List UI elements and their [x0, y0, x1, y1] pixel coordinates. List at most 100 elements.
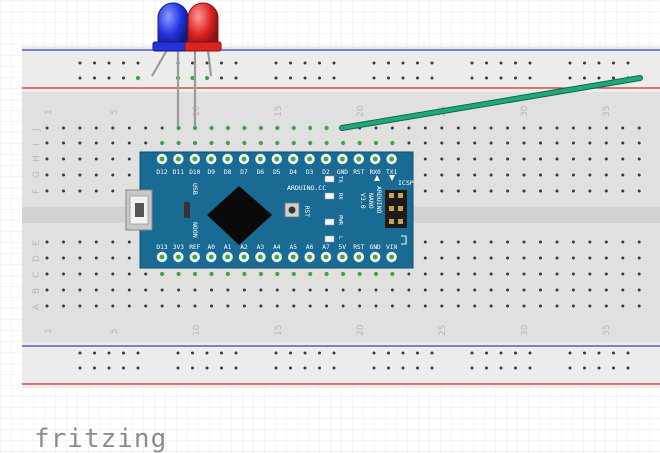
breadboard-hole [374, 304, 378, 308]
breadboard-hole [373, 140, 379, 146]
breadboard-hole [637, 256, 641, 260]
green-wire[interactable] [339, 75, 643, 131]
breadboard-hole [62, 157, 65, 161]
power-rail-hole [485, 61, 488, 65]
row-letter-d: D [32, 255, 42, 262]
breadboard-hole [291, 140, 296, 146]
breadboard-hole [111, 288, 115, 292]
power-rail-hole [303, 351, 307, 355]
power-rail-hole [387, 366, 390, 370]
breadboard-hole [571, 256, 575, 260]
nano-top-pin-label: GND [337, 169, 348, 176]
breadboard-hole [539, 256, 542, 260]
blue-led[interactable] [152, 2, 194, 52]
power-rail-hole [485, 76, 488, 80]
breadboard-hole [373, 271, 379, 277]
nano-pin-contact [192, 156, 198, 162]
power-rail-hole [568, 76, 572, 80]
power-rail-hole [485, 351, 488, 355]
col-label-top-35: 35 [602, 106, 612, 117]
breadboard-hole [45, 272, 49, 276]
breadboard-hole [456, 126, 460, 130]
power-rail-hole [568, 61, 572, 65]
breadboard-hole [506, 189, 510, 193]
nano-pin-contact [372, 254, 378, 260]
tx-arrow-icon [389, 175, 395, 181]
row-letter-c: C [32, 272, 42, 278]
breadboard-hole [127, 173, 131, 177]
nano-pin-contact [356, 156, 362, 162]
nano-pin-contact [389, 254, 394, 260]
power-rail-hole [289, 76, 292, 80]
power-rail-hole [612, 366, 615, 370]
breadboard-hole [506, 126, 510, 130]
breadboard-hole [226, 288, 230, 292]
nano-bottom-pin-label: 3V3 [173, 244, 184, 251]
breadboard-hole [604, 126, 608, 130]
power-rail-hole [318, 366, 321, 370]
l-led [324, 235, 335, 243]
breadboard-hole [160, 288, 164, 292]
breadboard-hole [604, 189, 608, 193]
breadboard-hole [423, 157, 427, 161]
breadboard-hole [324, 140, 329, 146]
breadboard-hole [341, 288, 345, 292]
nano-bottom-pin-label: A5 [289, 244, 297, 251]
led-legs [151, 49, 213, 126]
breadboard-hole [275, 140, 280, 146]
nano-pin-contact [258, 254, 263, 260]
power-rail-hole [430, 366, 434, 370]
breadboard-hole [127, 141, 131, 145]
breadboard-hole [176, 140, 181, 146]
breadboard-hole [390, 140, 395, 146]
power-rail-hole [612, 351, 615, 355]
icsp-header [385, 190, 407, 228]
nano-pin-contact [340, 156, 345, 162]
power-rail-hole [234, 366, 238, 370]
breadboard-hole [291, 125, 296, 131]
col-label-top-1: 1 [44, 109, 54, 115]
breadboard-hole [571, 173, 575, 177]
breadboard-hole [324, 271, 329, 277]
breadboard-hole [604, 288, 608, 292]
power-rail-hole [274, 61, 278, 65]
breadboard-hole [407, 141, 411, 145]
breadboard-hole [456, 141, 460, 145]
breadboard-hole [489, 173, 493, 177]
breadboard-hole [291, 271, 296, 277]
breadboard-hole [62, 173, 65, 177]
col-label-top-30: 30 [520, 105, 530, 117]
power-rail-hole [401, 366, 405, 370]
breadboard-hole [473, 240, 477, 244]
breadboard-hole [555, 126, 559, 130]
breadboard-hole [473, 304, 477, 308]
power-rail-hole [499, 61, 503, 65]
power-rail-hole [107, 366, 111, 370]
power-rail-hole [430, 76, 434, 80]
breadboard-hole [473, 256, 477, 260]
power-rail-hole [372, 366, 376, 370]
breadboard-hole [637, 304, 641, 308]
power-rail-hole [107, 76, 111, 80]
red-led[interactable] [184, 2, 222, 52]
breadboard-hole [111, 272, 115, 276]
power-rail-hole [122, 351, 125, 355]
power-rail-hole [372, 351, 376, 355]
breadboard-hole [637, 126, 641, 130]
breadboard-hole [571, 157, 575, 161]
breadboard-hole [390, 126, 394, 130]
breadboard-hole [522, 288, 526, 292]
breadboard-hole [127, 288, 131, 292]
breadboard-hole [637, 173, 641, 177]
breadboard-hole [78, 288, 82, 292]
breadboard-hole [555, 173, 559, 177]
breadboard-hole [225, 125, 230, 131]
breadboard-hole [127, 240, 131, 244]
breadboard-hole [111, 256, 115, 260]
breadboard-hole [604, 157, 608, 161]
nano-pin-contact [258, 156, 263, 162]
reset-button[interactable] [284, 202, 300, 218]
breadboard-hole [94, 272, 98, 276]
